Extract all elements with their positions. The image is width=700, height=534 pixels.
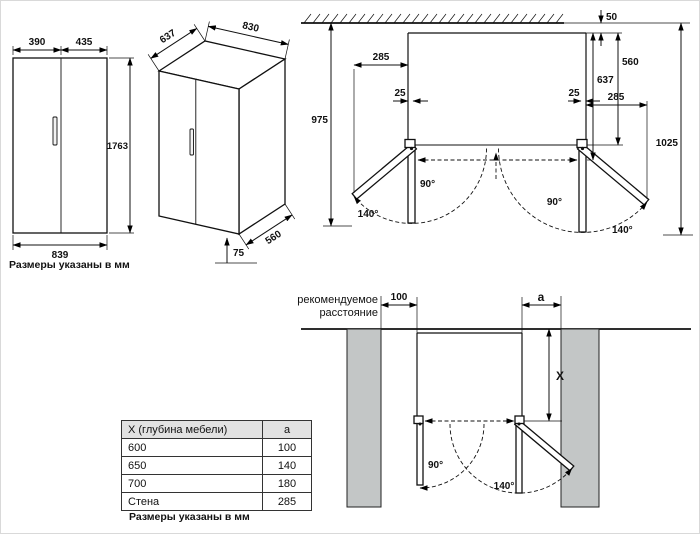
angle-90-niche: 90° xyxy=(428,460,443,471)
dim-975: 975 xyxy=(311,115,328,126)
table-header-row: X (глубина мебели) a xyxy=(121,420,312,439)
clearance-table: X (глубина мебели) a 600 100 650 140 700… xyxy=(121,420,312,511)
angle-140-niche: 140° xyxy=(494,481,515,492)
dim-25-left: 25 xyxy=(394,88,406,99)
table-row: Стена 285 xyxy=(121,492,312,511)
table-cell-a: 140 xyxy=(262,456,312,475)
table-cell-a: 100 xyxy=(262,438,312,457)
units-note-top: Размеры указаны в мм xyxy=(9,259,130,271)
isometric-view-diagram: 637 830 560 75 xyxy=(147,20,296,264)
table-row: 650 140 xyxy=(121,456,312,475)
wall xyxy=(301,13,690,24)
table-cell-a: 285 xyxy=(262,492,312,511)
dim-a: a xyxy=(538,290,545,304)
dim-839: 839 xyxy=(52,250,69,261)
table-cell-depth: 650 xyxy=(121,456,263,475)
fridge-iso-body xyxy=(157,40,287,236)
fridge-top-body xyxy=(407,32,623,179)
dim-435: 435 xyxy=(76,37,93,48)
angle-140-left: 140° xyxy=(358,209,379,220)
furniture-panel-right xyxy=(560,328,600,508)
dim-25-right: 25 xyxy=(568,88,580,99)
fridge-in-niche xyxy=(413,332,575,494)
table-cell-depth: 700 xyxy=(121,474,263,493)
fridge-front-outline xyxy=(12,57,108,234)
units-note-bottom: Размеры указаны в мм xyxy=(129,511,250,523)
front-view-dimension-lines xyxy=(12,46,134,250)
dim-285-left: 285 xyxy=(373,52,390,63)
top-view-dimension-lines xyxy=(323,10,693,236)
dim-830: 830 xyxy=(241,20,260,34)
top-view-diagram: 50 285 25 25 637 560 285 975 1025 90° 14… xyxy=(301,10,693,236)
niche-view-diagram: рекомендуемое расстояние xyxy=(297,290,691,508)
table-row: 600 100 xyxy=(121,438,312,457)
table-header-depth: X (глубина мебели) xyxy=(121,420,263,439)
angle-90-left: 90° xyxy=(420,179,435,190)
front-view-diagram: 390 435 1763 839 xyxy=(12,37,134,261)
table-header-a: a xyxy=(262,420,312,439)
dim-637: 637 xyxy=(158,28,178,47)
angle-140-right: 140° xyxy=(612,225,633,236)
dim-100: 100 xyxy=(391,292,408,303)
doors-open xyxy=(351,138,650,233)
dim-637-top: 637 xyxy=(597,75,614,86)
iso-dimension-lines xyxy=(147,21,296,264)
table-row: 700 180 xyxy=(121,474,312,493)
dim-390: 390 xyxy=(29,37,46,48)
angle-90-right: 90° xyxy=(547,197,562,208)
furniture-panel-left xyxy=(346,328,382,508)
dim-1025: 1025 xyxy=(656,138,679,149)
dim-285-right: 285 xyxy=(608,92,625,103)
dim-1763: 1763 xyxy=(107,141,128,152)
dim-560-top: 560 xyxy=(622,57,639,68)
niche-dimension-lines xyxy=(380,296,562,422)
table-cell-depth: 600 xyxy=(121,438,263,457)
dim-50: 50 xyxy=(606,12,618,23)
dim-75: 75 xyxy=(233,248,245,259)
table-cell-depth: Стена xyxy=(121,492,263,511)
dim-x: X xyxy=(556,369,564,383)
table-cell-a: 180 xyxy=(262,474,312,493)
door-handle-iso xyxy=(189,128,194,156)
recommended-distance-label-line2: расстояние xyxy=(319,307,378,319)
recommended-distance-label-line1: рекомендуемое xyxy=(297,294,378,306)
door-handle xyxy=(52,116,58,146)
